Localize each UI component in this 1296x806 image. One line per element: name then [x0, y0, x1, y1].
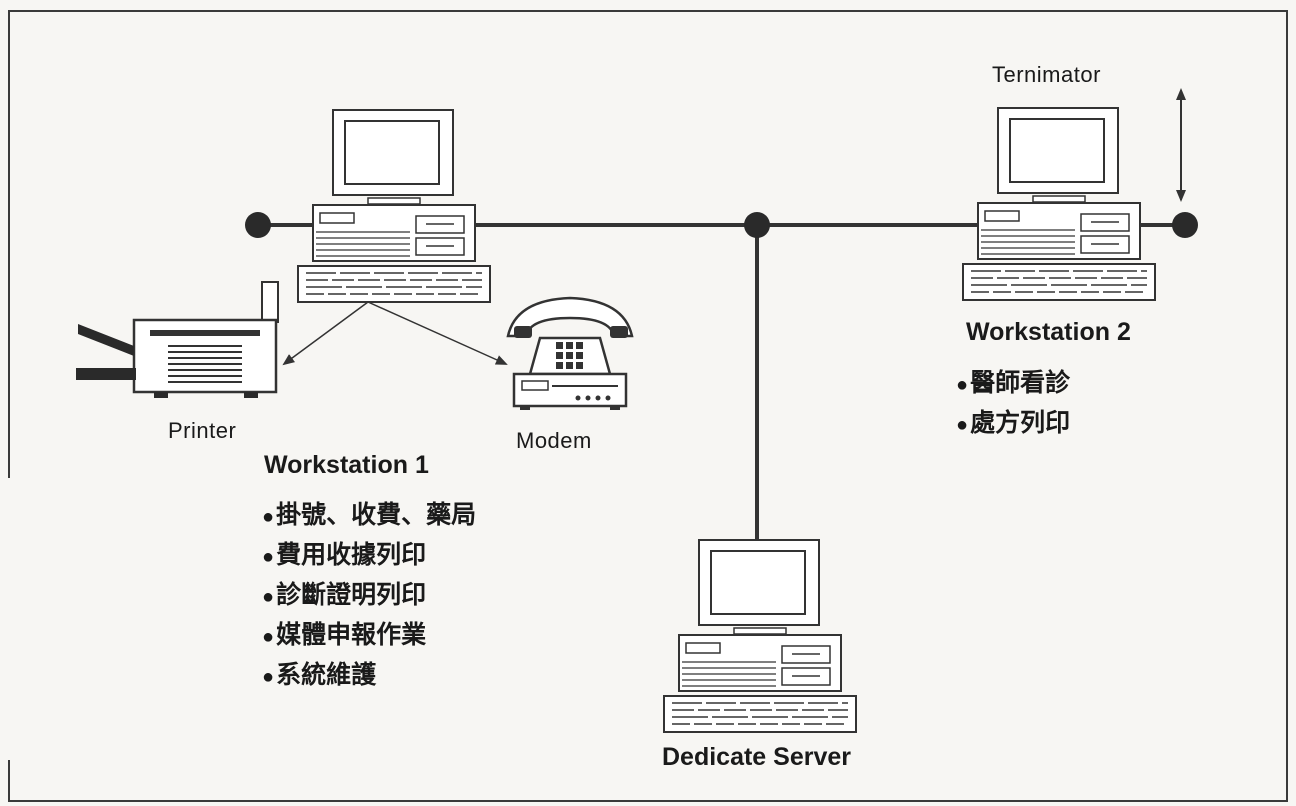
task-text: 掛號、收費、藥局: [276, 501, 477, 529]
task-item: ●系統維護: [262, 656, 476, 696]
workstation-1-task-list: ●掛號、收費、藥局●費用收據列印●診斷證明列印●媒體申報作業●系統維護: [262, 496, 476, 696]
task-text: 媒體申報作業: [276, 621, 427, 649]
task-item: ●掛號、收費、藥局: [262, 496, 476, 536]
task-item: ●處方列印: [956, 404, 1070, 444]
bullet-icon: ●: [262, 506, 275, 528]
modem-label: Modem: [516, 428, 592, 453]
task-text: 系統維護: [276, 661, 377, 689]
workstation-1-title: Workstation 1: [264, 451, 429, 479]
printer-icon: [76, 281, 279, 398]
bullet-icon: ●: [262, 546, 275, 568]
server-title: Dedicate Server: [662, 743, 852, 771]
task-text: 診斷證明列印: [276, 581, 427, 609]
task-text: 費用收據列印: [276, 541, 427, 569]
arrow-to-printer: [282, 301, 369, 366]
task-item: ●媒體申報作業: [262, 616, 476, 656]
bullet-icon: ●: [956, 414, 969, 436]
bullet-icon: ●: [262, 586, 275, 608]
task-text: 處方列印: [970, 409, 1071, 437]
network-node-left: [245, 212, 271, 238]
bullet-icon: ●: [956, 374, 969, 396]
terminator-label: Ternimator: [992, 62, 1101, 87]
arrow-to-modem: [367, 301, 508, 365]
frame-gap: [4, 478, 12, 760]
workstation-2-task-list: ●醫師看診●處方列印: [956, 364, 1070, 444]
network-node-junction: [744, 212, 770, 238]
modem-telephone-icon: [506, 296, 634, 410]
workstation-2-computer-icon: [962, 107, 1156, 301]
network-node-terminator: [1172, 212, 1198, 238]
bullet-icon: ●: [262, 666, 275, 688]
task-item: ●診斷證明列印: [262, 576, 476, 616]
printer-label: Printer: [168, 418, 237, 443]
task-item: ●費用收據列印: [262, 536, 476, 576]
diagram-frame: [8, 10, 1288, 802]
workstation-2-title: Workstation 2: [966, 318, 1131, 346]
workstation-1-computer-icon: [297, 109, 491, 303]
bullet-icon: ●: [262, 626, 275, 648]
task-item: ●醫師看診: [956, 364, 1070, 404]
task-text: 醫師看診: [970, 369, 1071, 397]
server-computer-icon: [663, 539, 857, 733]
